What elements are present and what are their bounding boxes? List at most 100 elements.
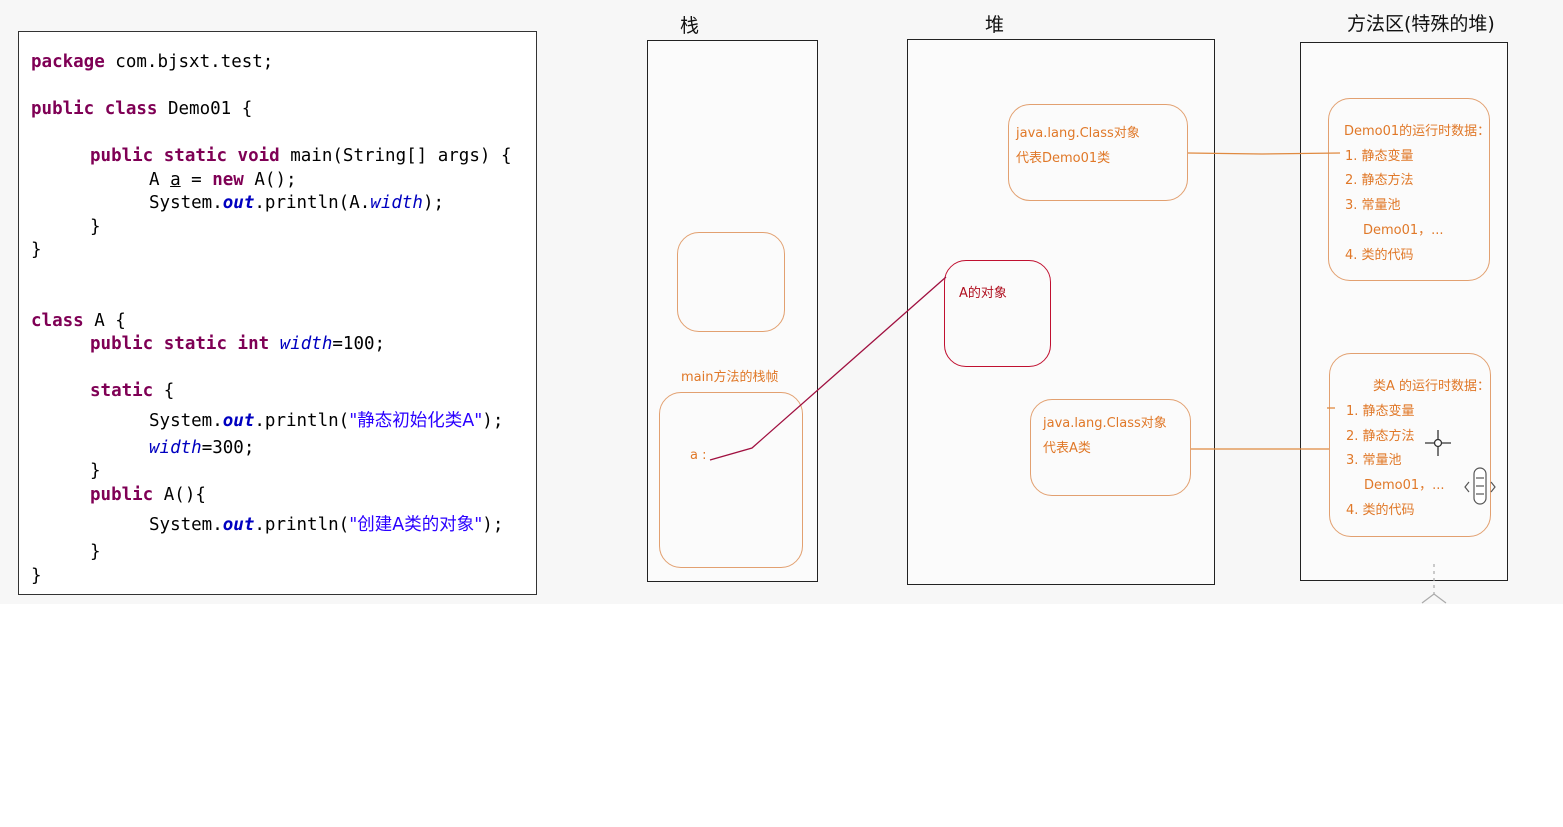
code-line-width-decl: public static int width=100; bbox=[90, 333, 385, 355]
class-object-demo01 bbox=[1008, 104, 1188, 201]
code-text: .println( bbox=[254, 515, 350, 535]
classa-item: 4. 类的代码 bbox=[1346, 503, 1415, 518]
variable-a: a bbox=[170, 170, 181, 190]
demo01-item: 2. 静态方法 bbox=[1345, 173, 1414, 188]
keyword: static bbox=[90, 381, 154, 401]
keyword: int bbox=[237, 334, 270, 354]
code-line-println-ctor: System.out.println("创建A类的对象"); bbox=[149, 514, 503, 536]
keyword: package bbox=[31, 52, 105, 72]
static-field: out bbox=[222, 515, 255, 535]
variable-a-label: a : bbox=[690, 448, 707, 463]
code-text: =100; bbox=[332, 334, 386, 354]
heap-box bbox=[907, 39, 1215, 585]
reference-arrow-a-to-object bbox=[709, 276, 947, 461]
main-frame-label: main方法的栈帧 bbox=[681, 370, 779, 385]
classa-runtime-title: 类A 的运行时数据： bbox=[1373, 379, 1491, 394]
code-line-brace: } bbox=[31, 566, 42, 586]
keyword: void bbox=[237, 146, 280, 166]
field: width bbox=[370, 193, 423, 213]
code-line-main: public static void main(String[] args) { bbox=[90, 145, 511, 167]
keyword: static bbox=[163, 146, 227, 166]
connector-layer bbox=[709, 152, 1496, 604]
code-text: com.bjsxt.test; bbox=[104, 52, 274, 72]
code-line-constructor: public A(){ bbox=[90, 484, 206, 506]
code-panel: package com.bjsxt.test; public class Dem… bbox=[18, 31, 537, 595]
code-line-println-width: System.out.println(A.width); bbox=[149, 192, 444, 214]
stack-title: 栈 bbox=[680, 15, 700, 37]
classa-item: 3. 常量池 bbox=[1346, 453, 1402, 468]
demo01-runtime-title: Demo01的运行时数据： bbox=[1344, 124, 1491, 139]
classa-item: Demo01，... bbox=[1364, 478, 1445, 493]
classa-item: 1. 静态变量 bbox=[1346, 404, 1415, 419]
code-text: A bbox=[149, 170, 171, 190]
code-text: System. bbox=[149, 193, 223, 213]
code-text: A(); bbox=[243, 170, 297, 190]
code-line-brace: } bbox=[90, 542, 101, 562]
empty-stack-frame bbox=[677, 232, 785, 332]
class-object-demo01-line1: java.lang.Class对象 bbox=[1016, 126, 1140, 141]
demo01-item: 3. 常量池 bbox=[1345, 198, 1401, 213]
demo01-item: 4. 类的代码 bbox=[1345, 248, 1414, 263]
keyword: public bbox=[31, 99, 95, 119]
code-text: ); bbox=[482, 515, 504, 535]
string-text: "静态初始化类A" bbox=[349, 411, 483, 431]
string-literal: "创建A类的对象" bbox=[349, 515, 482, 535]
keyword: class bbox=[104, 99, 158, 119]
class-object-demo01-line2: 代表Demo01类 bbox=[1016, 151, 1111, 166]
code-line-package: package com.bjsxt.test; bbox=[31, 51, 273, 73]
guide-arrow-icon bbox=[1421, 593, 1447, 604]
a-object-label: A的对象 bbox=[959, 286, 1007, 301]
code-text: ); bbox=[422, 193, 445, 213]
code-text: = bbox=[180, 170, 213, 190]
code-text: Demo01 { bbox=[157, 99, 253, 119]
code-text: main(String[] args) { bbox=[279, 146, 512, 166]
class-object-a-line1: java.lang.Class对象 bbox=[1043, 416, 1167, 431]
code-text: .println( bbox=[254, 411, 350, 431]
scroll-handle-icon bbox=[1464, 467, 1496, 505]
demo01-runtime-data bbox=[1328, 98, 1490, 281]
stack-box bbox=[647, 40, 818, 582]
field: width bbox=[149, 438, 202, 458]
code-line-static-block: static { bbox=[90, 380, 174, 402]
a-object bbox=[944, 260, 1051, 367]
class-object-a-line2: 代表A类 bbox=[1043, 441, 1091, 456]
code-text: =300; bbox=[201, 438, 255, 458]
demo01-item: Demo01，... bbox=[1363, 223, 1444, 238]
code-text: .println(A. bbox=[254, 193, 371, 213]
keyword: new bbox=[212, 170, 244, 190]
keyword: public bbox=[90, 334, 154, 354]
connector-demo01 bbox=[1187, 152, 1341, 155]
demo01-item: 1. 静态变量 bbox=[1345, 149, 1414, 164]
keyword: static bbox=[163, 334, 227, 354]
main-stack-frame bbox=[659, 392, 803, 568]
method-area-title: 方法区(特殊的堆) bbox=[1347, 13, 1495, 35]
code-text: System. bbox=[149, 515, 223, 535]
field: width bbox=[279, 334, 333, 354]
static-field: out bbox=[222, 193, 255, 213]
code-line-width-assign: width=300; bbox=[149, 437, 254, 459]
keyword: class bbox=[31, 311, 84, 331]
code-line-brace: } bbox=[90, 461, 101, 481]
class-object-a bbox=[1030, 399, 1191, 496]
diagram-canvas: package com.bjsxt.test; public class Dem… bbox=[18, 13, 1508, 604]
keyword: public bbox=[90, 146, 154, 166]
code-text: A { bbox=[83, 311, 126, 331]
move-cursor-icon bbox=[1425, 430, 1451, 456]
code-text: A(){ bbox=[153, 485, 206, 505]
keyword: public bbox=[90, 485, 154, 505]
string-literal: "静态初始化类A" bbox=[349, 411, 482, 431]
code-text: { bbox=[153, 381, 175, 401]
code-line-brace: } bbox=[31, 240, 42, 260]
string-text: "创建A类的对象" bbox=[349, 515, 483, 535]
code-text: System. bbox=[149, 411, 223, 431]
code-line-class-a: class A { bbox=[31, 310, 126, 332]
classa-item: 2. 静态方法 bbox=[1346, 429, 1415, 444]
code-line-new-a: A a = new A(); bbox=[149, 169, 297, 191]
static-field: out bbox=[222, 411, 255, 431]
method-area-box bbox=[1300, 42, 1508, 581]
heap-title: 堆 bbox=[985, 14, 1005, 36]
code-line-println-static: System.out.println("静态初始化类A"); bbox=[149, 410, 503, 432]
code-line-class-demo01: public class Demo01 { bbox=[31, 98, 252, 120]
classa-runtime-data bbox=[1329, 353, 1491, 537]
code-text: ); bbox=[482, 411, 504, 431]
